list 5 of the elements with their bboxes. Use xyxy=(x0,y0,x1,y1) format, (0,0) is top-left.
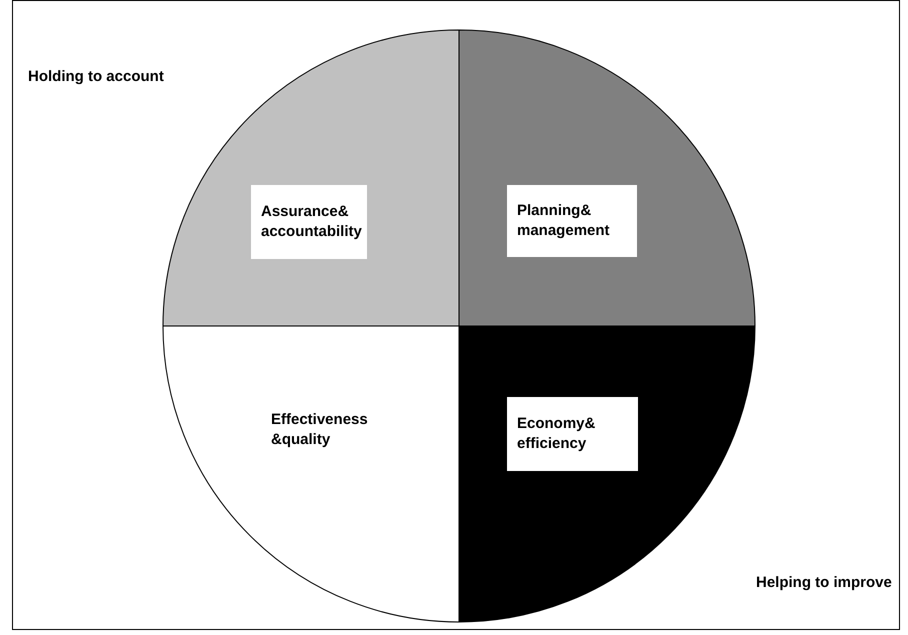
axis-caption: Holding to account xyxy=(28,68,164,85)
quadrant-label: Assurance& accountability xyxy=(251,185,367,259)
axis-caption: Helping to improve xyxy=(756,574,892,591)
quadrant-label: Economy& efficiency xyxy=(507,397,638,471)
quadrant-label: Planning& management xyxy=(507,185,637,257)
